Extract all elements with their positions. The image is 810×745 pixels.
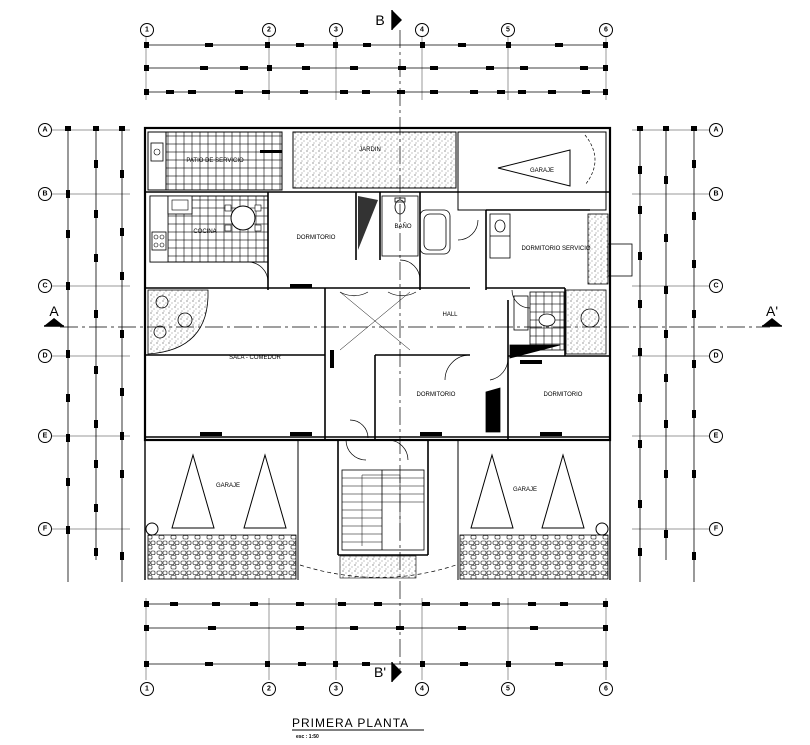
room-label-sala-comedor: SALA - COMEDOR [229, 355, 281, 361]
grid-bubble-row-b-left: B [38, 187, 52, 201]
grid-bubble-col-4-top: 4 [415, 23, 429, 37]
grid-bubble-row-c-left: C [38, 279, 52, 293]
svg-text:4: 4 [420, 27, 424, 34]
grid-bubble-col-2-bottom: 2 [262, 682, 276, 696]
svg-text:6: 6 [604, 27, 608, 34]
patio-servicio [147, 131, 283, 191]
dormitorio-servicio [489, 213, 633, 351]
grid-bubble-row-f-left: F [38, 522, 52, 536]
bano [358, 195, 451, 257]
grid-bubble-row-a-right: A [709, 123, 723, 137]
svg-text:A: A [42, 127, 47, 134]
svg-text:F: F [43, 526, 48, 533]
room-label-dormitorio-servicio: DORMITORIO SERVICIO [521, 246, 590, 252]
drawing-scale: esc : 1:50 [296, 734, 319, 740]
room-label-garaje-top: GARAJE [530, 168, 554, 174]
grid-bubble-row-e-left: E [38, 429, 52, 443]
svg-text:A: A [49, 303, 59, 319]
grid-bubble-col-2-top: 2 [262, 23, 276, 37]
svg-text:5: 5 [506, 686, 510, 693]
svg-text:1: 1 [145, 686, 149, 693]
room-label-hall: HALL [442, 312, 458, 318]
drawing-title: PRIMERA PLANTA [292, 716, 409, 730]
grid-bubble-col-6-bottom: 6 [599, 682, 613, 696]
grid-bubble-row-a-left: A [38, 123, 52, 137]
room-label-dormitorio-3: DORMITORIO [544, 392, 583, 398]
room-label-dormitorio-1: DORMITORIO [297, 235, 336, 241]
room-label-dormitorio-2: DORMITORIO [417, 392, 456, 398]
svg-text:3: 3 [334, 686, 338, 693]
section-marker-b-top: B [375, 10, 402, 30]
dimension-lines-top [144, 42, 608, 95]
svg-text:B: B [375, 12, 384, 28]
svg-text:D: D [42, 353, 47, 360]
closets [485, 344, 561, 433]
grid-bubbles-right: A B C D E F [709, 123, 723, 536]
section-marker-a-right: A' [762, 303, 782, 327]
garajes-lower [145, 453, 609, 580]
grid-axis-lines [52, 36, 712, 680]
svg-text:A': A' [766, 303, 778, 319]
grid-bubble-row-d-right: D [709, 349, 723, 363]
svg-text:A: A [713, 127, 718, 134]
grid-bubble-row-f-right: F [709, 522, 723, 536]
svg-text:5: 5 [506, 27, 510, 34]
svg-text:D: D [713, 353, 718, 360]
grid-bubble-col-3-bottom: 3 [329, 682, 343, 696]
garden-patches [147, 289, 607, 355]
grid-bubble-row-e-right: E [709, 429, 723, 443]
grid-bubbles-left: A B C D E F [38, 123, 52, 536]
svg-text:B: B [713, 191, 718, 198]
grid-bubble-col-1-top: 1 [140, 23, 154, 37]
hall [339, 291, 417, 351]
room-labels: PATIO DE SERVICIO JARDIN GARAJE COCINA D… [186, 147, 591, 493]
room-label-bano: BAÑO [394, 223, 411, 230]
cocina [149, 195, 269, 263]
grid-bubble-col-3-top: 3 [329, 23, 343, 37]
grid-bubble-row-d-left: D [38, 349, 52, 363]
svg-text:6: 6 [604, 686, 608, 693]
svg-text:1: 1 [145, 27, 149, 34]
staircase [339, 469, 425, 579]
windows [200, 150, 562, 436]
title-block: PRIMERA PLANTA esc : 1:50 [292, 716, 424, 740]
grid-bubbles-bottom: 1 2 3 4 5 6 [140, 682, 613, 696]
grid-bubble-row-b-right: B [709, 187, 723, 201]
room-label-garaje-left: GARAJE [216, 483, 240, 489]
section-marker-a-left: A [44, 303, 64, 327]
grid-bubble-col-5-top: 5 [501, 23, 515, 37]
grid-bubble-col-5-bottom: 5 [501, 682, 515, 696]
svg-text:C: C [42, 283, 47, 290]
grid-bubble-col-6-top: 6 [599, 23, 613, 37]
section-marker-b-bottom: B' [374, 662, 402, 682]
svg-text:3: 3 [334, 27, 338, 34]
svg-text:E: E [43, 433, 48, 440]
room-label-cocina: COCINA [193, 229, 216, 235]
svg-text:F: F [714, 526, 719, 533]
svg-text:C: C [713, 283, 718, 290]
svg-text:2: 2 [267, 27, 271, 34]
grid-bubble-row-c-right: C [709, 279, 723, 293]
svg-text:4: 4 [420, 686, 424, 693]
svg-text:B: B [42, 191, 47, 198]
grid-bubbles-top: 1 2 3 4 5 6 [140, 23, 613, 37]
building-outline [143, 126, 612, 580]
grid-bubble-col-1-bottom: 1 [140, 682, 154, 696]
interior-walls [145, 191, 610, 556]
svg-text:2: 2 [267, 686, 271, 693]
room-label-jardin: JARDIN [359, 147, 381, 153]
dimension-lines-bottom [144, 601, 608, 667]
jardin [292, 131, 457, 189]
room-label-garaje-right: GARAJE [513, 487, 537, 493]
svg-text:B': B' [374, 664, 386, 680]
grid-bubble-col-4-bottom: 4 [415, 682, 429, 696]
room-label-patio-servicio: PATIO DE SERVICIO [186, 158, 244, 164]
svg-text:E: E [714, 433, 719, 440]
